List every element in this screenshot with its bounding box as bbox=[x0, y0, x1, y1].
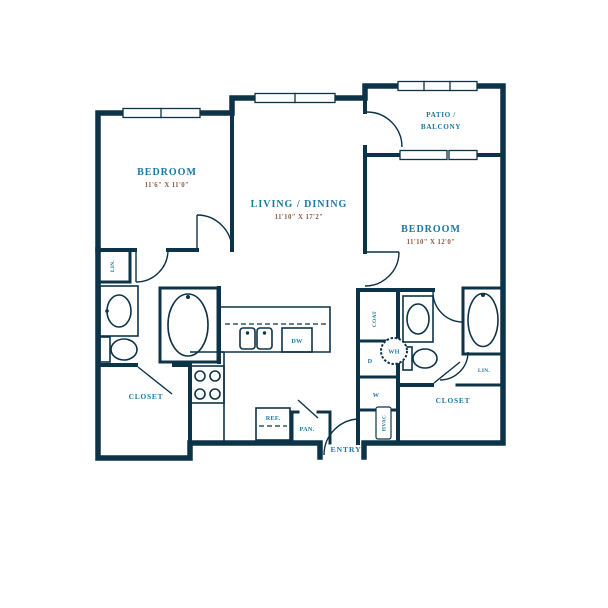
hvac-label: HVAC bbox=[382, 415, 388, 431]
patio-label-line1: PATIO / bbox=[426, 111, 456, 119]
bathtub-right-icon bbox=[467, 292, 499, 348]
kitchen-counter bbox=[219, 306, 331, 353]
patio-label-line2: BALCONY bbox=[421, 123, 461, 131]
outer-walls bbox=[95, 83, 506, 461]
coat-closet-label: COAT bbox=[372, 311, 378, 327]
tub-right-enclosure bbox=[461, 286, 505, 356]
labels: BEDROOM 11'6" X 11'0" LIVING / DINING 11… bbox=[110, 111, 490, 454]
washer-label: W bbox=[373, 392, 380, 399]
door-bedroom-left bbox=[196, 214, 233, 251]
bath-left bbox=[99, 285, 209, 363]
stove-icon bbox=[190, 365, 225, 404]
living-dining-dims: 11'10" X 17'2" bbox=[275, 214, 324, 221]
door-entry bbox=[323, 418, 361, 456]
bedroom-right-dims: 11'10" X 12'0" bbox=[407, 239, 456, 246]
kitchen-sink-icon bbox=[239, 327, 273, 350]
windows bbox=[122, 80, 478, 161]
door-bath-left bbox=[135, 249, 169, 283]
refrigerator-box bbox=[255, 407, 291, 441]
bedroom-right-label: BEDROOM bbox=[401, 224, 461, 235]
door-patio bbox=[366, 111, 403, 148]
closet-right-label: CLOSET bbox=[436, 396, 471, 405]
water-heater-icon bbox=[380, 337, 408, 365]
tub-left-enclosure bbox=[158, 286, 220, 364]
toilet-left-icon bbox=[99, 336, 138, 363]
bathtub-left-icon bbox=[167, 293, 209, 357]
entry-label: ENTRY bbox=[330, 445, 361, 454]
kitchen bbox=[190, 306, 332, 445]
window-bedroom-right-1 bbox=[399, 149, 448, 161]
bath-right bbox=[402, 292, 499, 371]
closet-left-label: CLOSET bbox=[129, 392, 164, 401]
doors bbox=[135, 111, 469, 456]
dishwasher-box bbox=[281, 327, 313, 353]
bedroom-left-label: BEDROOM bbox=[137, 167, 197, 178]
dishwasher-label: DW bbox=[291, 338, 303, 345]
door-closet-right bbox=[433, 361, 461, 384]
utility-column bbox=[375, 337, 408, 440]
interior-walls bbox=[96, 84, 505, 445]
toilet-right-icon bbox=[402, 346, 438, 371]
bedroom-left-dims: 11'6" X 11'0" bbox=[145, 182, 189, 189]
linen-right-label: LIN. bbox=[478, 368, 490, 374]
hvac-box bbox=[375, 406, 392, 440]
door-linen-right bbox=[439, 351, 469, 381]
dryer-label: D bbox=[368, 358, 373, 365]
pantry-walls bbox=[290, 410, 332, 445]
vanity-left-icon bbox=[99, 285, 139, 337]
patio-railing bbox=[397, 80, 478, 92]
water-heater-label: WH bbox=[388, 349, 400, 356]
door-bedroom-right bbox=[364, 251, 400, 287]
refrigerator-label: REF. bbox=[266, 415, 281, 422]
door-bath-right bbox=[432, 291, 464, 323]
window-bedroom-right-2 bbox=[448, 149, 478, 161]
door-pantry bbox=[297, 399, 319, 419]
door-closet-left bbox=[137, 366, 173, 395]
linen-left-label: LIN. bbox=[110, 260, 116, 272]
living-dining-label: LIVING / DINING bbox=[251, 199, 348, 210]
vanity-right-icon bbox=[402, 295, 434, 343]
pantry-label: PAN. bbox=[299, 426, 314, 433]
